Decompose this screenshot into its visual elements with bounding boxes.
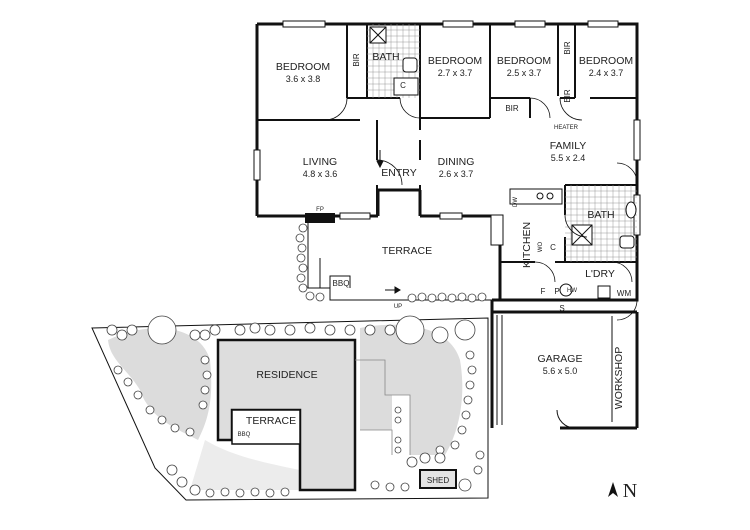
site-bbq-label: BBQ bbox=[238, 432, 251, 438]
hw-unit bbox=[559, 283, 573, 297]
c-label-1: C bbox=[400, 81, 406, 90]
bath-main-label: BATH bbox=[372, 51, 399, 63]
toilet-main bbox=[402, 57, 418, 73]
dining-size: 2.6 x 3.7 bbox=[439, 169, 474, 179]
trees bbox=[106, 315, 485, 498]
p-label: P bbox=[554, 287, 559, 296]
s-label: S bbox=[559, 304, 564, 313]
bir-label-4: BIR bbox=[505, 104, 519, 113]
basin-rear bbox=[625, 201, 637, 219]
site-terrace bbox=[231, 409, 301, 445]
dining-label: DINING bbox=[438, 156, 475, 168]
bedroom3-label: BEDROOM bbox=[497, 55, 551, 67]
site-terrace-label: TERRACE bbox=[246, 415, 296, 427]
north-arrow-icon bbox=[608, 482, 618, 497]
windows bbox=[253, 20, 641, 236]
living-size: 4.8 x 3.6 bbox=[303, 169, 338, 179]
garage-walls bbox=[490, 300, 639, 430]
garage-door bbox=[496, 315, 613, 429]
workshop-label: WORKSHOP bbox=[613, 347, 625, 409]
vanity-main bbox=[393, 77, 419, 96]
dw-label: DW bbox=[513, 197, 519, 207]
site-boundary bbox=[91, 317, 489, 501]
bedroom4-label: BEDROOM bbox=[579, 55, 633, 67]
garage-label: GARAGE bbox=[538, 353, 583, 365]
wm-unit bbox=[597, 285, 611, 299]
cooktop bbox=[490, 214, 504, 246]
bbq-label: BBQ bbox=[333, 279, 350, 288]
terrace-up-arrow-icon bbox=[385, 286, 401, 294]
bir-label-1: BIR bbox=[352, 53, 361, 67]
entry-arrow-icon bbox=[376, 150, 384, 169]
shrubs-terrace bbox=[295, 223, 487, 303]
interior-walls bbox=[257, 24, 637, 263]
fireplace-icon bbox=[305, 213, 335, 223]
site-residence-label: RESIDENCE bbox=[256, 369, 317, 381]
site-lawn bbox=[108, 324, 463, 490]
bedroom1-size: 3.6 x 3.8 bbox=[286, 74, 321, 84]
sink-icon bbox=[536, 192, 544, 200]
bedroom4-size: 2.4 x 3.7 bbox=[589, 68, 624, 78]
f-label: F bbox=[541, 287, 546, 296]
bedroom2-label: BEDROOM bbox=[428, 55, 482, 67]
hw-label: HW bbox=[567, 288, 577, 294]
site-paths bbox=[355, 359, 411, 455]
laundry-label: L'DRY bbox=[585, 268, 615, 280]
fp-label: FP bbox=[316, 207, 324, 213]
bath-rear-label: BATH bbox=[587, 209, 614, 221]
bath-tiles bbox=[367, 24, 637, 262]
bir-label-2: BIR bbox=[563, 41, 572, 55]
heater-label: HEATER bbox=[554, 125, 579, 131]
up-label: UP bbox=[394, 304, 402, 310]
kitchen-label: KITCHEN bbox=[521, 222, 533, 268]
toilet-rear bbox=[619, 235, 635, 249]
bir-label-3: BIR bbox=[563, 89, 572, 103]
family-label: FAMILY bbox=[550, 140, 587, 152]
bedroom1-label: BEDROOM bbox=[276, 61, 330, 73]
garage-size: 5.6 x 5.0 bbox=[543, 366, 578, 376]
bath-fixtures bbox=[369, 26, 637, 299]
wo-label: WO bbox=[538, 242, 544, 253]
terrace-label: TERRACE bbox=[382, 245, 432, 257]
door-swings bbox=[324, 97, 638, 321]
family-size: 5.5 x 2.4 bbox=[551, 153, 586, 163]
north-label: N bbox=[623, 480, 637, 502]
site-shed-label: SHED bbox=[427, 476, 449, 485]
living-label: LIVING bbox=[303, 156, 337, 168]
terrace-outline bbox=[307, 222, 492, 301]
bedroom2-size: 2.7 x 3.7 bbox=[438, 68, 473, 78]
bedroom3-size: 2.5 x 3.7 bbox=[507, 68, 542, 78]
wm-label: WM bbox=[617, 289, 632, 298]
entry-label: ENTRY bbox=[381, 167, 416, 179]
site-shed bbox=[419, 469, 457, 489]
c-label-2: C bbox=[550, 243, 556, 252]
